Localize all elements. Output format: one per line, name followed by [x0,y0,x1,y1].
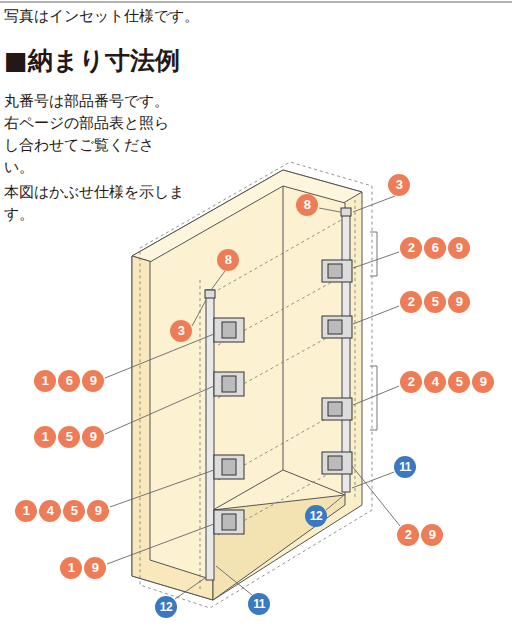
callout-number: 2 [400,291,422,313]
callout-number: 11 [394,456,416,478]
callout-number: 12 [305,505,327,527]
callout-number: 4 [39,500,61,522]
callout-number: 2 [397,524,419,546]
callout-number: 9 [87,500,109,522]
callout-number: 5 [448,371,470,393]
note-text: 写真はインセット仕様です。 [4,6,304,26]
callout-number: 2 [400,237,422,259]
callout-number: 5 [63,500,85,522]
section-title: ■納まり寸法例 [4,44,180,77]
callout-number: 9 [82,370,104,392]
callout-number: 1 [15,500,37,522]
callout-number: 8 [217,249,239,271]
callout-number: 6 [424,237,446,259]
callout-number: 3 [170,320,192,342]
callout-number: 1 [34,370,56,392]
callout-number: 9 [84,557,106,579]
callout-number: 5 [424,291,446,313]
callout-number: 9 [82,426,104,448]
note-text: 丸番号は部品番号です。右ページの部品表と照らし合わせてご覧ください。 [4,90,174,178]
callout-number: 2 [400,371,422,393]
callout-number: 3 [388,174,410,196]
callout-number: 9 [421,524,443,546]
callout-number: 6 [58,370,80,392]
callout-number: 11 [248,593,270,615]
callout-number: 1 [34,426,56,448]
callout-number: 9 [472,371,494,393]
callout-number: 4 [424,371,446,393]
callout-number: 9 [448,237,470,259]
callout-number: 12 [155,596,177,618]
callout-number: 5 [58,426,80,448]
callout-number: 9 [448,291,470,313]
note-text: 本図はかぶせ仕様を示します。 [4,181,184,225]
callout-number: 8 [296,194,318,216]
callout-number: 1 [60,557,82,579]
